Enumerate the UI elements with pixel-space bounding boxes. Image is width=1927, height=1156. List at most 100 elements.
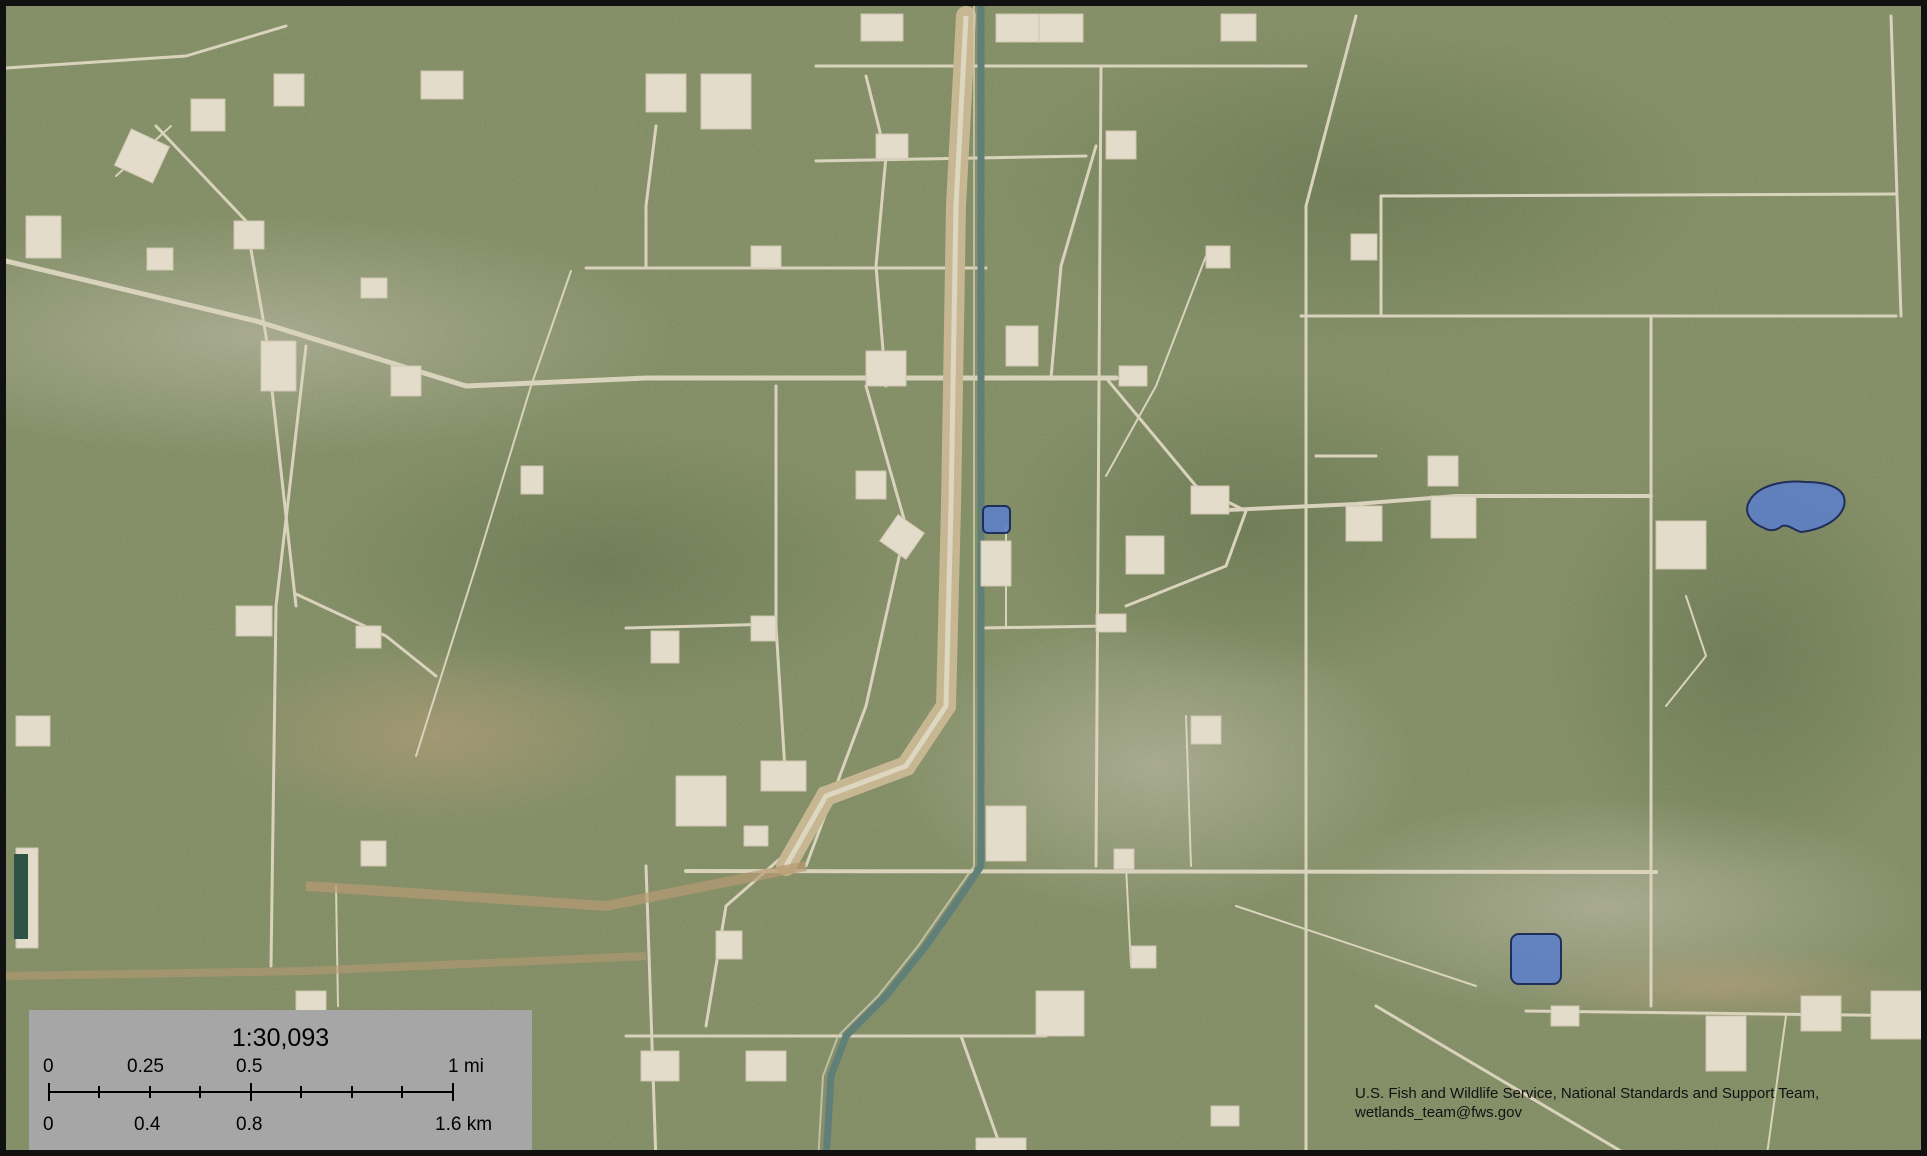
road [154,124,298,608]
well-pad [1118,365,1148,387]
road [415,270,572,757]
attribution-line: wetlands_team@fws.gov [1355,1104,1522,1121]
scale-bar [48,1083,454,1101]
road [1665,595,1707,707]
well-pad [1125,535,1165,575]
road [1125,865,1132,967]
road [1379,192,1898,198]
well-pad [273,73,305,107]
road [1104,376,1248,608]
well-pad [520,465,544,495]
well-pad [745,1050,787,1082]
well-pad [15,715,51,747]
scale-mi-label: 0.25 [127,1056,164,1077]
well-pad [1005,325,1039,367]
scale-mi-label: 0.5 [236,1056,263,1077]
well-pad [743,825,769,847]
road [1304,14,1358,1150]
road [979,624,1108,630]
well-pad [1430,495,1477,539]
road [864,74,888,388]
sand-corridor [305,861,807,912]
well-pad [750,245,782,269]
well-pad [860,13,904,42]
wetland[interactable] [1746,480,1846,534]
well-pad [1655,520,1707,570]
road [1889,14,1903,318]
well-pad [1035,990,1085,1037]
well-pad [1210,1105,1240,1127]
well-pad [295,990,327,1012]
well-pad [1038,13,1084,43]
well-pad [760,760,807,792]
road [6,24,288,70]
attribution-line: U.S. Fish and Wildlife Service, National… [1355,1085,1820,1102]
road [1105,255,1207,477]
wetland[interactable] [982,505,1011,534]
well-pad [975,1137,1027,1150]
well-pad [360,840,387,867]
wetlands[interactable] [982,480,1846,985]
well-pad [113,128,171,184]
scale-km-label: 1.6 km [435,1114,493,1135]
well-pad [1427,455,1459,487]
scale-km-label: 0.8 [236,1114,263,1135]
road [1049,144,1098,380]
road [783,15,969,868]
aerial-map[interactable] [6,6,1927,1156]
road [644,864,658,1150]
well-pad [1705,1015,1747,1072]
well-pad [1350,233,1378,261]
well-pad [260,340,297,392]
scale-km-label: 0 [43,1114,54,1135]
well-pad [1130,945,1157,969]
scale-mi-label: 0 [43,1056,54,1077]
well-pad [420,70,464,100]
scale-km-label: 0.4 [134,1114,161,1135]
road [1185,715,1192,867]
road [1235,905,1477,987]
well-pad [1095,613,1127,633]
well-pad [865,350,907,387]
well-pad [1550,1005,1580,1027]
road [335,885,339,1007]
road [1204,494,1653,513]
well-pad [146,247,174,271]
wetland[interactable] [1510,933,1562,985]
well-pad [700,73,752,130]
well-pad [190,98,226,132]
well-pad [1205,245,1231,269]
attribution: U.S. Fish and Wildlife Service, National… [1355,1084,1819,1122]
well-pad [1190,715,1222,745]
well-pad [980,540,1012,587]
well-pad [1870,990,1921,1040]
well-pad [855,470,887,500]
canal [823,6,985,1150]
well-pad [360,277,388,299]
well-pad [715,930,743,960]
road [644,124,658,268]
road [1374,1004,1622,1150]
scale-mi-label: 1 mi [448,1056,484,1077]
sand-corridor [6,952,647,980]
well-pad [879,514,925,560]
well-pad [1105,130,1137,160]
well-pad [355,625,382,649]
scale-bar-panel: 1:30,093 0 0.25 0.5 1 mi 0 0.4 0.8 1.6 k… [29,1010,532,1150]
road [684,869,1658,874]
road [6,258,1119,389]
well-pad [390,365,422,397]
well-pad [235,605,273,637]
well-pad [750,615,777,642]
road [269,344,308,968]
well-pad [1113,848,1135,870]
well-pad [1345,505,1383,542]
road [294,592,438,678]
road [1094,64,1103,868]
well-pad [650,630,680,664]
road [1766,1015,1787,1150]
well-pad [985,805,1027,862]
well-pads [15,13,1921,1150]
well-pad [640,1050,680,1082]
